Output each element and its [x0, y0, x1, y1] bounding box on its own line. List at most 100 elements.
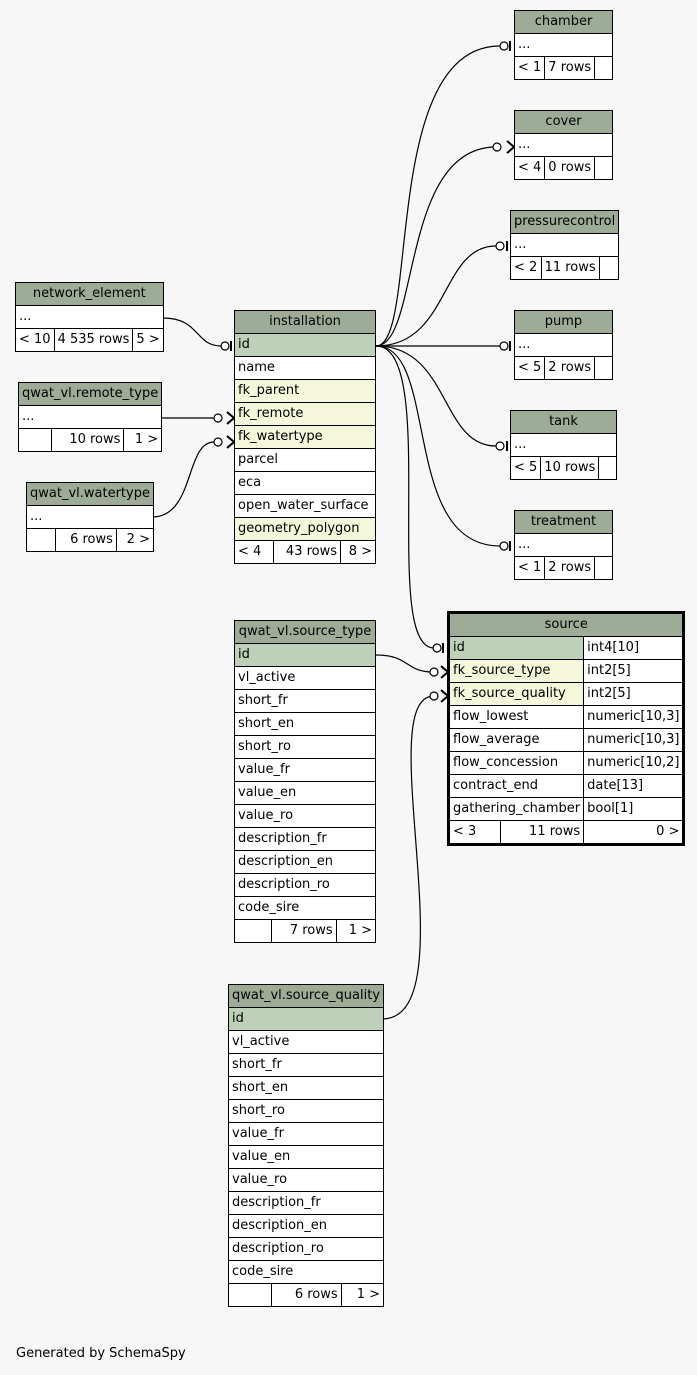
table-title[interactable]: source — [447, 612, 685, 637]
column-type: int4[10] — [583, 636, 685, 660]
column-gathering-chamber: gathering_chamber — [447, 797, 585, 821]
column-value-fr: value_fr — [234, 758, 376, 782]
table-remote-type: qwat_vl.remote_type ... 10 rows 1 > — [17, 382, 163, 452]
table-row: ... — [510, 433, 617, 457]
column-short-en: short_en — [234, 712, 376, 736]
table-title[interactable]: tank — [510, 410, 617, 434]
edge-end-marker — [429, 667, 439, 677]
next-count — [594, 56, 613, 80]
table-treatment: treatment ... < 1 2 rows — [513, 510, 613, 580]
column-type: bool[1] — [583, 797, 685, 821]
column-geometry-polygon: geometry_polygon — [234, 517, 376, 541]
row-count: 4 535 rows — [53, 328, 134, 352]
footer-credit: Generated by SchemaSpy — [16, 1346, 186, 1361]
next-count — [599, 256, 620, 280]
table-title[interactable]: cover — [514, 110, 613, 134]
table-title[interactable]: installation — [234, 310, 376, 334]
table-row: ... — [17, 405, 163, 429]
table-pump: pump ... < 5 2 rows — [513, 310, 613, 380]
prev-count: < 4 — [234, 540, 274, 564]
column-flow-concession: flow_concession — [447, 751, 585, 775]
edge-installation-cover — [375, 146, 497, 347]
column-eca: eca — [234, 471, 376, 495]
column-value-ro: value_ro — [234, 804, 376, 828]
table-title[interactable]: treatment — [514, 510, 613, 534]
prev-count: < 1 — [513, 56, 546, 80]
column-flow-lowest: flow_lowest — [447, 705, 585, 729]
column-short-fr: short_fr — [227, 1053, 385, 1077]
next-count: 1 > — [123, 428, 163, 452]
table-installation: installation id name fk_parent fk_remote… — [234, 310, 376, 564]
column-short-ro: short_ro — [227, 1099, 385, 1123]
table-title[interactable]: pressurecontrol — [509, 210, 620, 234]
table-title[interactable]: pump — [514, 310, 613, 334]
edge-installation-treatment — [375, 345, 501, 547]
next-count — [594, 556, 613, 580]
edge-installation-source — [375, 345, 435, 649]
table-row: ... — [514, 133, 613, 157]
edge-network-element-installation — [162, 317, 222, 347]
column-type: date[13] — [583, 774, 685, 798]
table-title[interactable]: qwat_vl.watertype — [26, 482, 154, 506]
table-title[interactable]: qwat_vl.source_quality — [227, 984, 385, 1008]
table-source-quality: qwat_vl.source_quality id vl_active shor… — [227, 984, 385, 1307]
column-description-ro: description_ro — [234, 873, 376, 897]
column-value-en: value_en — [234, 781, 376, 805]
column-fk-parent: fk_parent — [234, 379, 376, 403]
prev-count: < 2 — [510, 256, 542, 280]
table-row: ... — [514, 33, 613, 57]
edge-end-marker — [499, 341, 509, 351]
prev-count — [234, 919, 272, 943]
row-count: 10 rows — [50, 428, 125, 452]
edge-installation-pressurecontrol — [375, 245, 497, 347]
row-count: 2 rows — [544, 556, 596, 580]
column-value-fr: value_fr — [227, 1122, 385, 1146]
column-type: int2[5] — [583, 682, 685, 706]
next-count — [594, 356, 613, 380]
row-count: 6 rows — [55, 528, 117, 552]
table-title[interactable]: network_element — [15, 282, 164, 306]
table-title[interactable]: qwat_vl.remote_type — [17, 382, 163, 406]
column-fk-remote: fk_remote — [234, 402, 376, 426]
next-count: 1 > — [340, 1283, 385, 1307]
column-open-water-surface: open_water_surface — [234, 494, 376, 518]
table-row: ... — [509, 233, 620, 257]
table-network-element: network_element ... < 10 4 535 rows 5 > — [15, 282, 164, 352]
prev-count — [26, 528, 56, 552]
next-count: 8 > — [340, 540, 376, 564]
edge-end-marker — [499, 41, 509, 51]
edge-end-marker — [492, 142, 502, 152]
column-description-fr: description_fr — [234, 827, 376, 851]
column-type: numeric[10,3] — [583, 705, 685, 729]
next-count: 2 > — [115, 528, 154, 552]
row-count: 7 rows — [271, 919, 337, 943]
column-id: id — [227, 1007, 385, 1031]
edge-installation-chamber — [375, 45, 501, 347]
row-count: 2 rows — [544, 356, 596, 380]
column-description-fr: description_fr — [227, 1191, 385, 1215]
table-row: ... — [514, 333, 613, 357]
table-title[interactable]: qwat_vl.source_type — [234, 620, 376, 644]
next-count — [594, 156, 613, 180]
column-description-en: description_en — [234, 850, 376, 874]
row-count: 11 rows — [499, 820, 585, 845]
next-count — [598, 456, 617, 480]
column-fk-source-quality: fk_source_quality — [447, 682, 585, 706]
column-id: id — [234, 643, 376, 667]
column-short-fr: short_fr — [234, 689, 376, 713]
edge-end-marker — [429, 691, 439, 701]
prev-count: < 3 — [448, 820, 501, 845]
edge-source-quality-source — [381, 695, 435, 1020]
column-value-en: value_en — [227, 1145, 385, 1169]
edge-end-marker — [495, 241, 505, 251]
prev-count: < 1 — [513, 556, 546, 580]
row-count: 10 rows — [540, 456, 600, 480]
table-title[interactable]: chamber — [514, 10, 613, 34]
table-source-type: qwat_vl.source_type id vl_active short_f… — [234, 620, 377, 943]
table-tank: tank ... < 5 10 rows — [509, 410, 617, 480]
column-short-en: short_en — [227, 1076, 385, 1100]
column-fk-watertype: fk_watertype — [234, 425, 376, 449]
prev-count — [228, 1283, 272, 1307]
prev-count: < 4 — [513, 156, 546, 180]
